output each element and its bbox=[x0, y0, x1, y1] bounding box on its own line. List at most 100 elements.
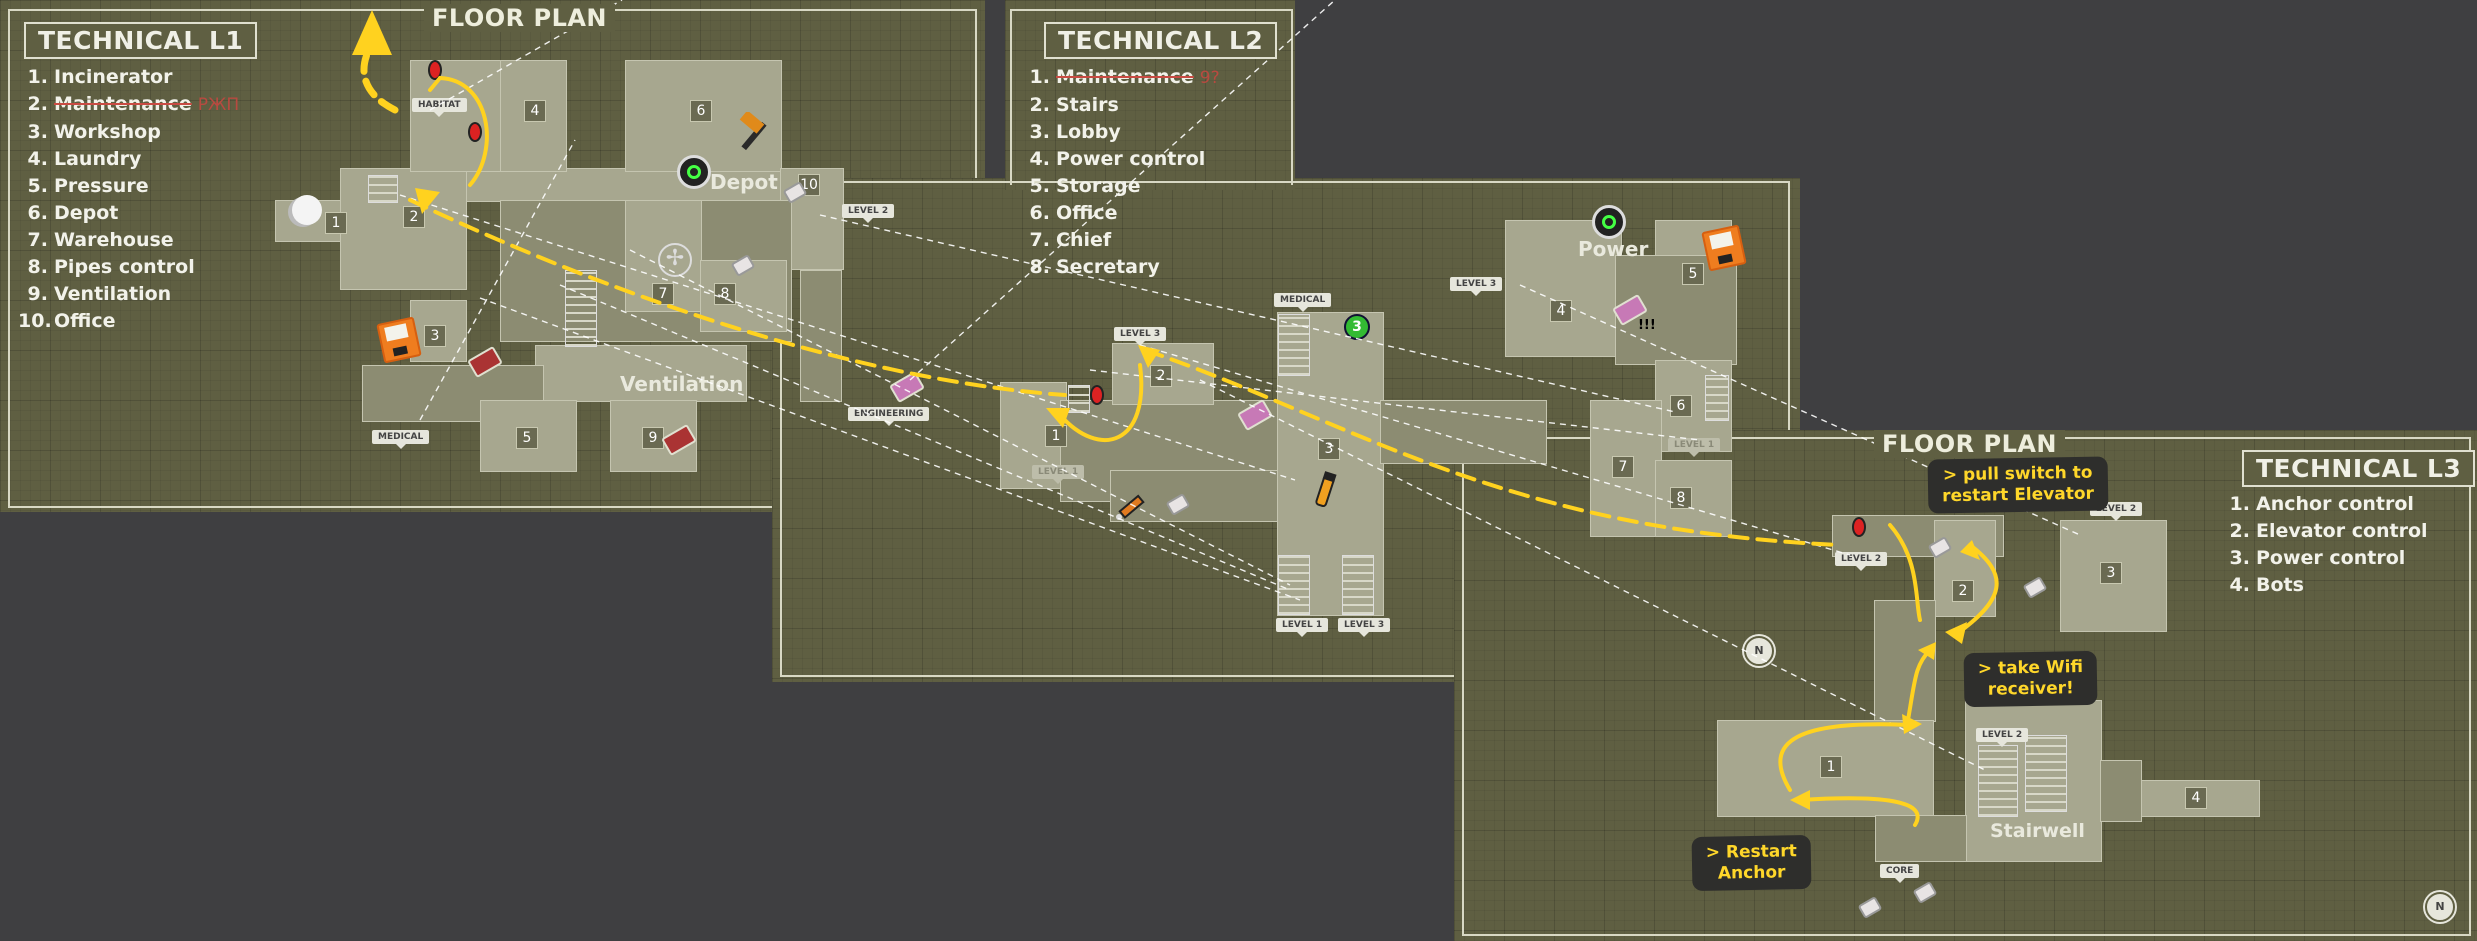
room-number-l2-2: 2 bbox=[1150, 365, 1172, 387]
incinerator-orb-icon bbox=[292, 195, 322, 225]
ventilation-fan-icon: ✢ bbox=[658, 243, 692, 277]
flashlight-icon bbox=[1312, 470, 1338, 512]
red-marker-icon-l1a bbox=[428, 60, 442, 80]
power-node-icon bbox=[677, 155, 711, 189]
room-number-l3-1: 1 bbox=[1820, 756, 1842, 778]
room-l2-corridor-east bbox=[1380, 400, 1547, 464]
save-disk-icon-l2 bbox=[1701, 224, 1747, 272]
room-number-l2-5: 5 bbox=[1682, 263, 1704, 285]
room-l3-2 bbox=[1934, 520, 1996, 617]
legend-number: 4. bbox=[2229, 574, 2250, 596]
stairs-l1-a bbox=[368, 175, 398, 203]
tag-l3-level2-a: LEVEL 2 bbox=[1835, 552, 1888, 571]
legend-item: 3. Lobby bbox=[1020, 119, 1220, 146]
room-number-l2-4: 4 bbox=[1550, 300, 1572, 322]
save-disk-icon-l1 bbox=[376, 316, 422, 364]
legend-item: 7. Chief bbox=[1020, 227, 1220, 254]
stairs-l2-d bbox=[1342, 555, 1374, 615]
legend-item: 7. Warehouse bbox=[18, 227, 239, 254]
legend-label: Maintenance bbox=[1056, 66, 1194, 88]
legend-label: Secretary bbox=[1056, 256, 1160, 278]
legend-number: 9. bbox=[27, 283, 48, 305]
legend-item: 9.Ventilation bbox=[18, 281, 239, 308]
compass-icon-l3: N bbox=[2425, 892, 2455, 922]
legend-number: 2. bbox=[27, 93, 48, 115]
callout-take-wifi: > take Wifi receiver! bbox=[1963, 650, 2098, 708]
room-number-l1-6: 6 bbox=[690, 100, 712, 122]
legend-label: Pressure bbox=[54, 175, 149, 197]
room-number-l1-7: 7 bbox=[652, 283, 674, 305]
legend-number: 1. bbox=[27, 66, 48, 88]
floor-plan-label-l1: FLOOR PLAN bbox=[424, 4, 616, 32]
legend-number: 5. bbox=[1029, 175, 1050, 197]
legend-label: Stairs bbox=[1056, 94, 1119, 116]
power-node-icon-l2 bbox=[1592, 205, 1626, 239]
room-name-stairwell: Stairwell bbox=[1990, 820, 2085, 842]
legend-label: Lobby bbox=[1056, 121, 1121, 143]
legend-item: 1.Anchor control bbox=[2220, 491, 2428, 518]
legend-number: 3. bbox=[27, 121, 48, 143]
hammer-icon bbox=[735, 110, 775, 154]
stairs-l2-a bbox=[1068, 385, 1090, 413]
tag-l2-level1-c: LEVEL 1 bbox=[1668, 438, 1721, 457]
room-name-power: Power bbox=[1578, 237, 1649, 261]
green-coin-icon: 3 bbox=[1344, 314, 1370, 340]
room-number-l3-2: 2 bbox=[1952, 580, 1974, 602]
legend-number: 10. bbox=[18, 310, 52, 332]
dynamite-icon bbox=[1112, 490, 1148, 526]
legend-label: Warehouse bbox=[54, 229, 174, 251]
legend-number: 5. bbox=[27, 175, 48, 197]
stairs-l3-b bbox=[2025, 735, 2067, 812]
legend-label: Depot bbox=[54, 202, 119, 224]
stairs-l2-c bbox=[1278, 555, 1310, 615]
callout-restart-anchor: > Restart Anchor bbox=[1691, 834, 1812, 892]
legend-item: 2. Stairs bbox=[1020, 92, 1220, 119]
tag-l2-level3-a: LEVEL 3 bbox=[1114, 327, 1167, 346]
legend-number: 3. bbox=[2229, 547, 2250, 569]
alert-marks: !!! bbox=[1638, 318, 1656, 333]
legend-item: 3.Power control bbox=[2220, 545, 2428, 572]
tag-l1-medical: MEDICAL bbox=[372, 430, 430, 449]
tag-l2-level3-c: LEVEL 3 bbox=[1338, 618, 1391, 637]
legend-number: 2. bbox=[1029, 94, 1050, 116]
legend-number: 3. bbox=[1029, 121, 1050, 143]
legend-item: 10.Office bbox=[18, 308, 239, 335]
room-number-l2-3: 3 bbox=[1318, 438, 1340, 460]
red-marker-icon-l1b bbox=[468, 122, 482, 142]
room-number-l1-9: 9 bbox=[642, 427, 664, 449]
legend-label: Maintenance bbox=[54, 93, 192, 115]
room-number-l3-3: 3 bbox=[2100, 562, 2122, 584]
room-l2-8 bbox=[1655, 460, 1732, 537]
callout-pull-switch: > pull switch to restart Elevator bbox=[1927, 456, 2109, 514]
legend-number: 7. bbox=[27, 229, 48, 251]
tag-l2-medical: MEDICAL bbox=[1274, 293, 1332, 312]
legend-label: Office bbox=[1056, 202, 1118, 224]
room-l3-corridor-mid bbox=[1874, 600, 1936, 722]
legend-number: 1. bbox=[1029, 66, 1050, 88]
legend-label: Chief bbox=[1056, 229, 1112, 251]
stairs-l2-e bbox=[1705, 375, 1729, 421]
legend-label: Bots bbox=[2256, 574, 2304, 596]
room-number-l3-4: 4 bbox=[2185, 787, 2207, 809]
tag-l1-engineering: ENGINEERING bbox=[848, 407, 930, 426]
tag-l2-level1-b: LEVEL 1 bbox=[1276, 618, 1329, 637]
legend-label: Power control bbox=[1056, 148, 1206, 170]
legend-number: 6. bbox=[27, 202, 48, 224]
room-number-l1-3: 3 bbox=[424, 325, 446, 347]
legend-label: Elevator control bbox=[2256, 520, 2428, 542]
room-l3-link bbox=[2100, 760, 2142, 822]
legend-item: 5.Storage bbox=[1020, 173, 1220, 200]
room-number-l1-2: 2 bbox=[403, 206, 425, 228]
tag-l1-level2: LEVEL 2 bbox=[842, 204, 895, 223]
legend-number: 7. bbox=[1029, 229, 1050, 251]
legend-item: 4.Power control bbox=[1020, 146, 1220, 173]
legend-label: Incinerator bbox=[54, 66, 173, 88]
legend-item: 6. Depot bbox=[18, 200, 239, 227]
floor-plan-label-l3: FLOOR PLAN bbox=[1874, 430, 2066, 458]
room-number-l1-1: 1 bbox=[325, 212, 347, 234]
